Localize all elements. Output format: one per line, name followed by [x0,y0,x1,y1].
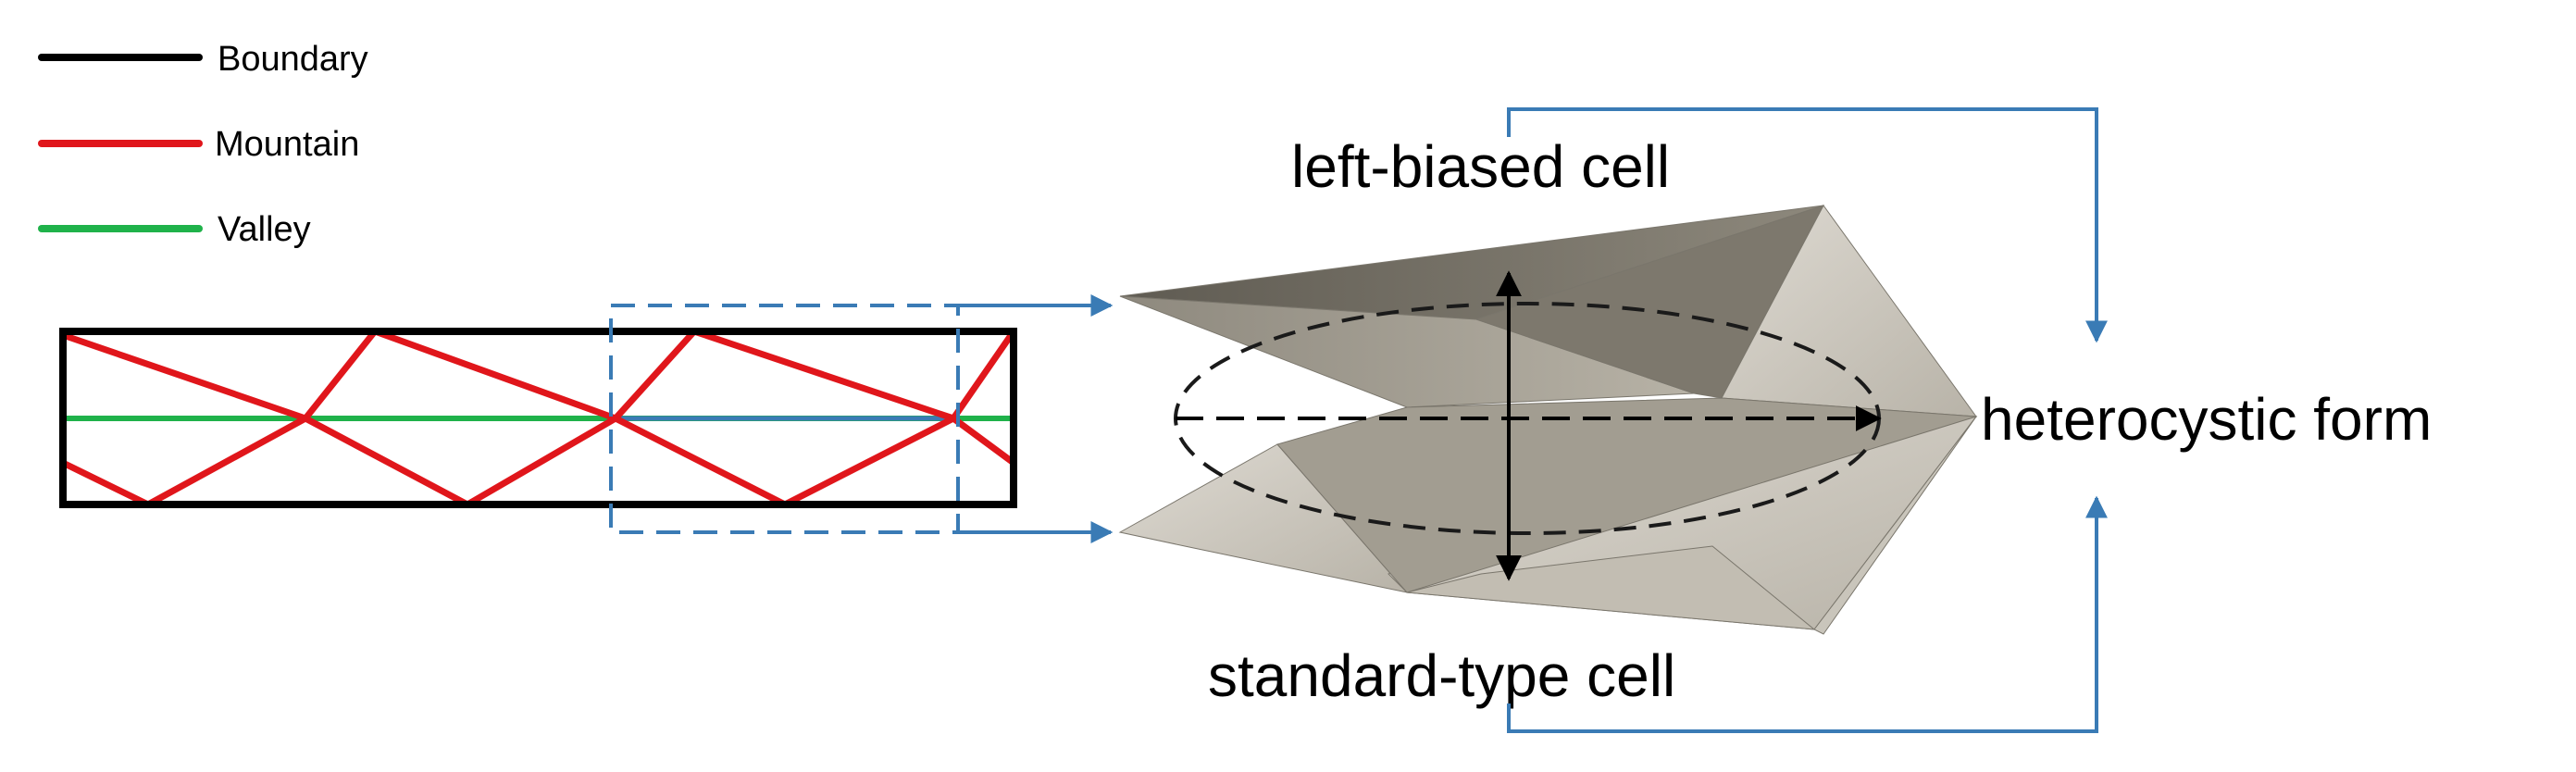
legend-valley-label: Valley [218,210,311,249]
folded-model [1118,205,1978,635]
boundary-rect [59,328,1017,508]
crease-pattern [59,304,1017,534]
model-center-shadow [1276,397,1977,593]
model-annotations [1174,270,1882,581]
result-label: heterocystic form [1981,386,2432,453]
model-bottom-right-face [1813,416,1977,635]
legend-boundary-label: Boundary [218,40,368,79]
strip-to-model-arrows [958,294,1114,543]
result-arrows [1507,107,2108,733]
legend-mountain-label: Mountain [215,125,359,164]
bottom-cell-label: standard-type cell [1208,642,1675,709]
top-cell-label: left-biased cell [1291,133,1670,200]
mountain-creases [59,328,1017,508]
top-bracket-arrow [1507,107,2108,343]
bottom-bracket-arrow [1507,495,2108,733]
model-bottom-rear-face [1406,545,1816,630]
selected-cells-box [609,304,960,534]
legend: Boundary Mountain Valley [38,40,368,249]
